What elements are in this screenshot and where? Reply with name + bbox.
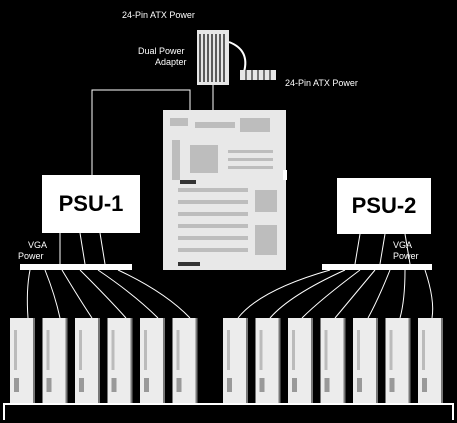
dual-power-adapter — [197, 30, 276, 85]
gpu-card — [10, 318, 35, 404]
vga-bar-right — [322, 264, 432, 270]
gpu-card — [223, 318, 248, 404]
vga-bar-left — [20, 264, 132, 270]
gpu-layer — [10, 318, 443, 404]
atx-power-top-label: 24-Pin ATX Power — [122, 10, 195, 20]
gpu-card — [418, 318, 443, 404]
gpu-cables — [26, 269, 434, 319]
gpu-card — [288, 318, 313, 404]
rig-frame — [3, 403, 454, 420]
gpu-card — [140, 318, 165, 404]
vga-power-right-line2: Power — [393, 251, 419, 261]
dual-adapter-label-line2: Adapter — [155, 57, 187, 67]
psu-cables — [59, 232, 411, 265]
gpu-card — [172, 318, 198, 404]
psu1-label: PSU-1 — [42, 175, 140, 233]
vga-power-left-line1: VGA — [28, 240, 48, 250]
vga-power-left-line2: Power — [18, 251, 44, 261]
gpu-card — [320, 318, 346, 404]
gpu-card — [42, 318, 68, 404]
vga-power-right-line1: VGA — [393, 240, 413, 250]
motherboard — [163, 110, 287, 270]
atx-power-right-label: 24-Pin ATX Power — [285, 78, 358, 88]
psu2-label: PSU-2 — [337, 178, 431, 234]
atx-wire-psu1 — [91, 89, 191, 175]
gpu-card — [353, 318, 378, 404]
gpu-card — [385, 318, 411, 404]
gpu-card — [255, 318, 281, 404]
dual-adapter-label-line1: Dual Power — [138, 46, 185, 56]
gpu-card — [107, 318, 133, 404]
gpu-card — [75, 318, 100, 404]
